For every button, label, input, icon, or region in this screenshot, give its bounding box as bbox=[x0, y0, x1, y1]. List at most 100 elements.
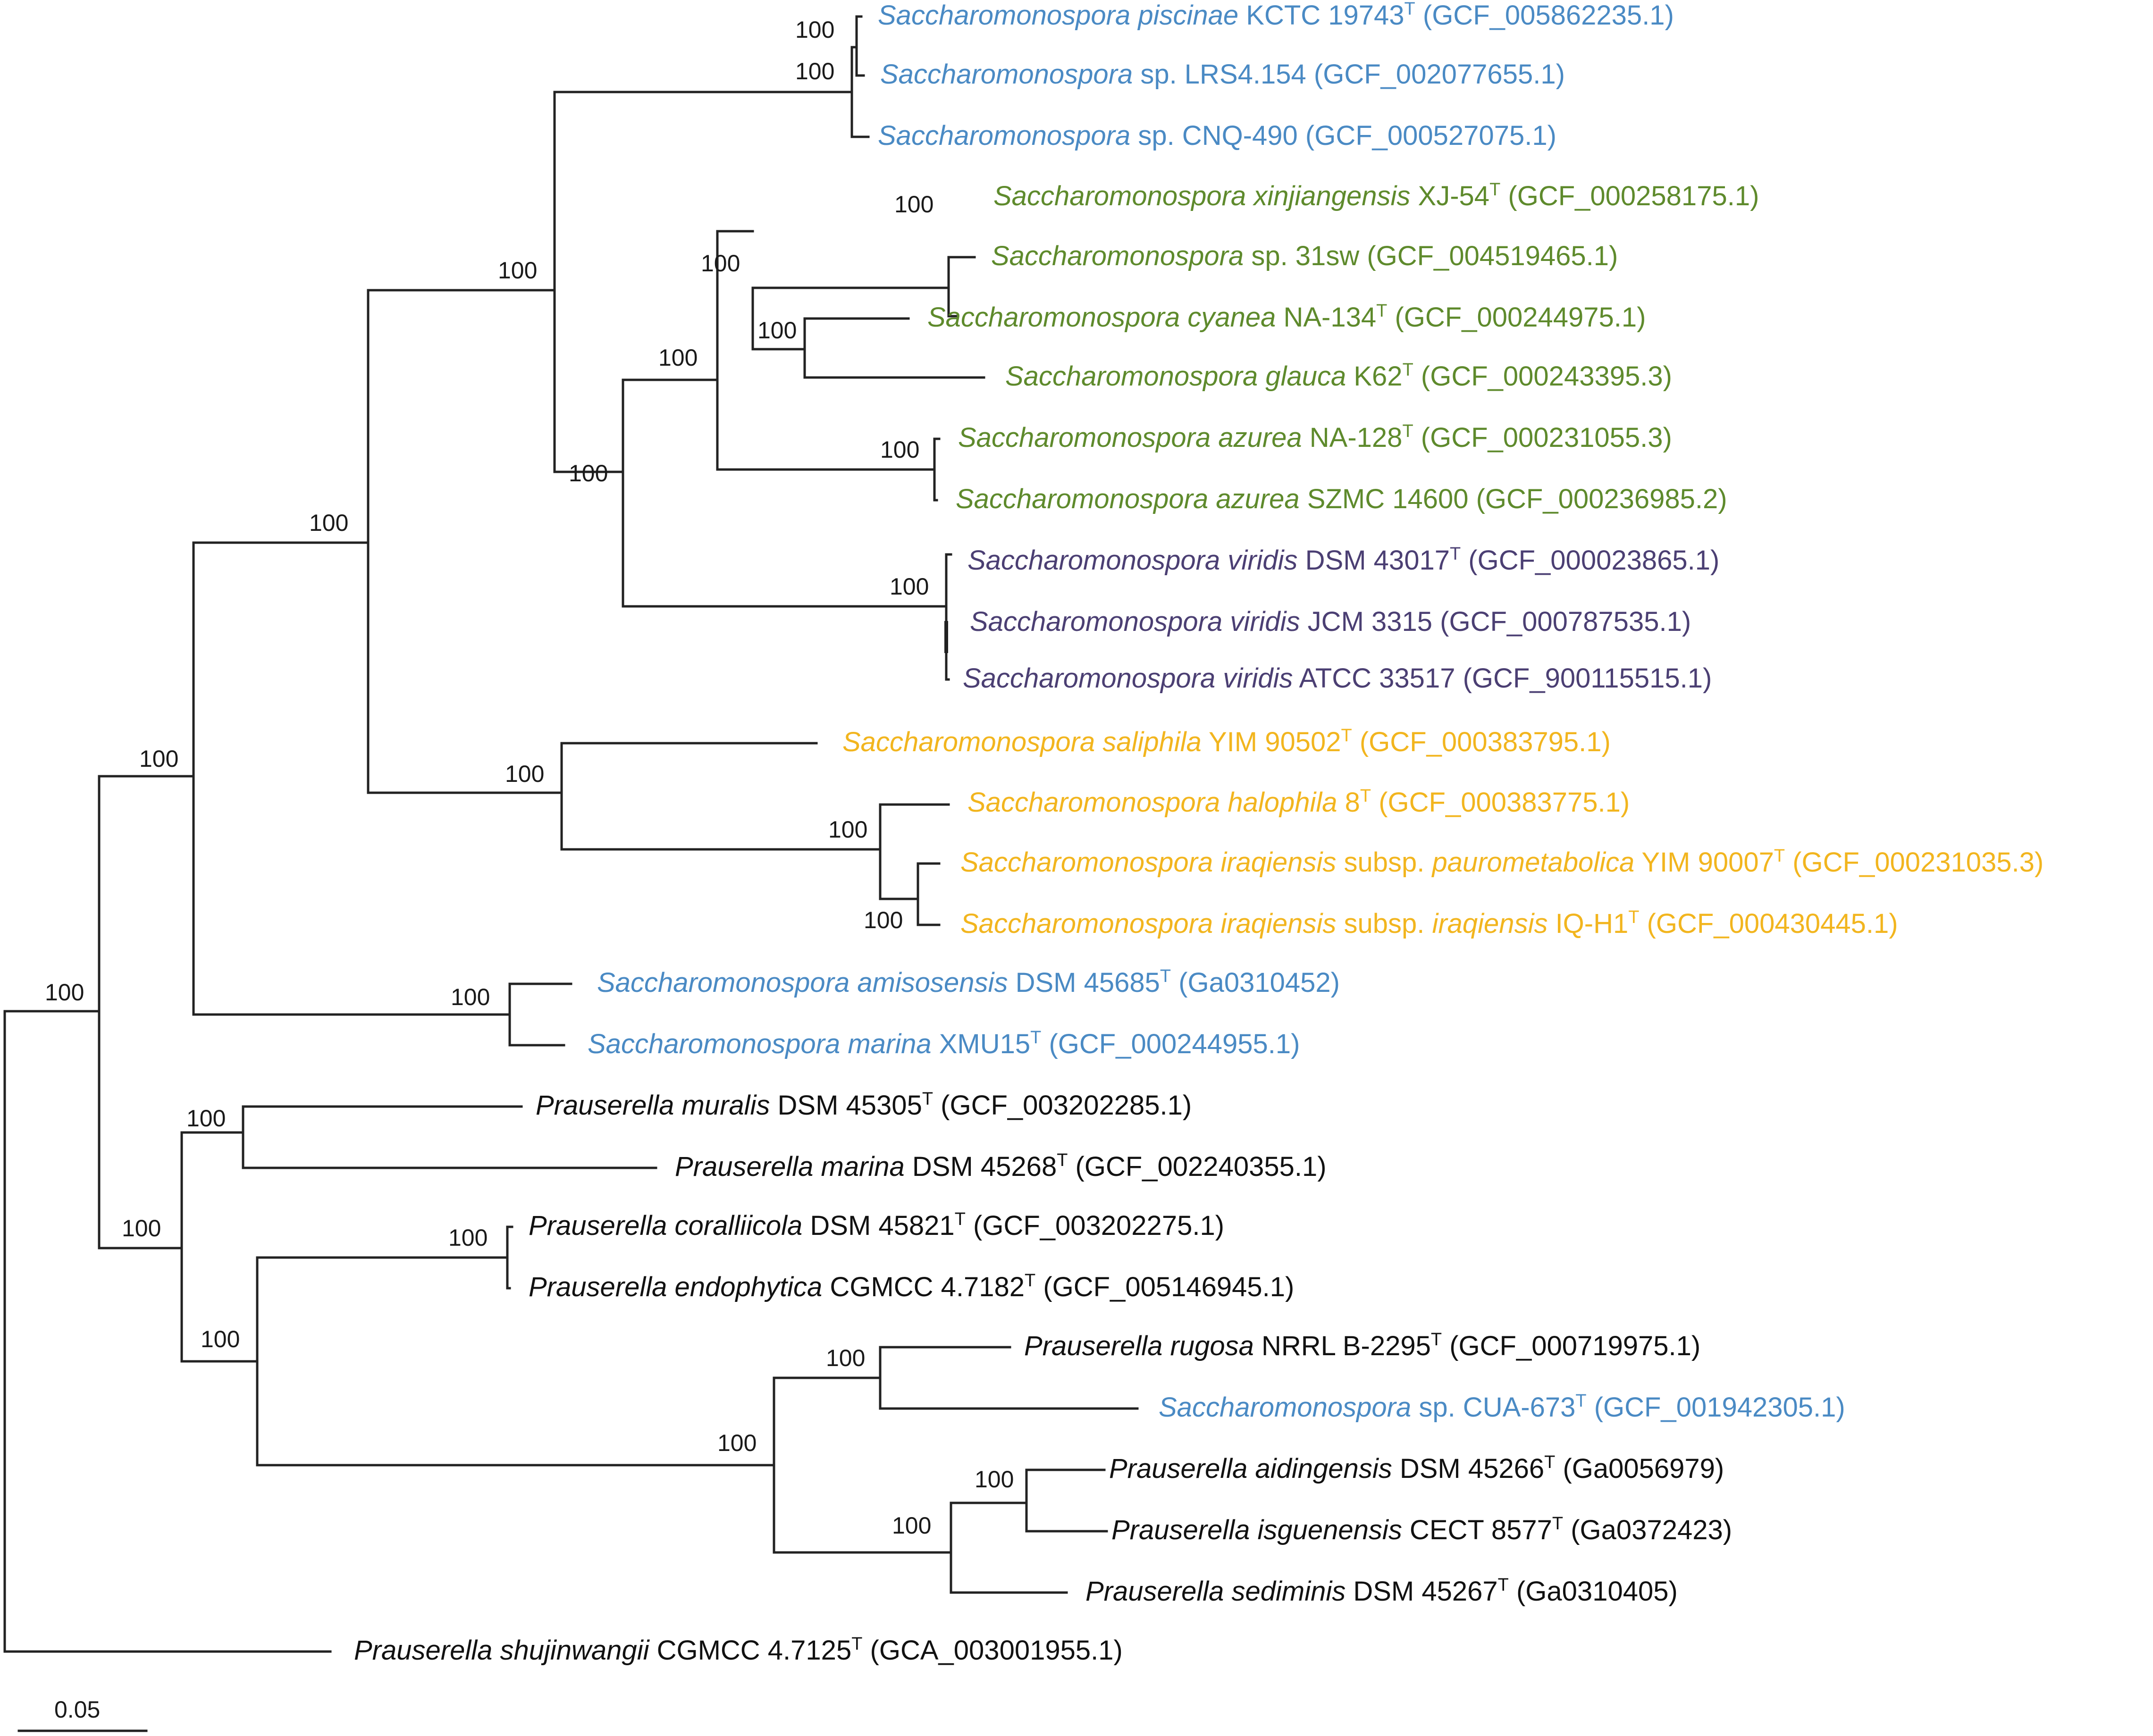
taxon-genus: Saccharomonospora bbox=[970, 606, 1222, 637]
taxon-genus: Saccharomonospora bbox=[588, 1029, 840, 1059]
taxon-label-t22: Prauserella endophytica CGMCC 4.7182T (G… bbox=[529, 1271, 1294, 1302]
bootstrap-label: 100 bbox=[717, 1430, 757, 1456]
bootstrap-label: 100 bbox=[795, 58, 834, 84]
type-strain-mark: T bbox=[1360, 786, 1371, 806]
taxon-species: glauca bbox=[1265, 361, 1346, 392]
taxon-label-t6: Saccharomonospora cyanea NA-134T (GCF_00… bbox=[927, 301, 1646, 333]
taxon-strain: SZMC 14600 bbox=[1300, 484, 1469, 514]
bootstrap-label: 100 bbox=[701, 250, 740, 277]
taxon-genus: Prauserella bbox=[529, 1272, 667, 1302]
taxon-label-t10: Saccharomonospora viridis DSM 43017T (GC… bbox=[967, 544, 1719, 576]
taxon-label-t17: Saccharomonospora amisosensis DSM 45685T… bbox=[597, 966, 1340, 998]
taxon-accession: (GCF_000243395.3) bbox=[1413, 361, 1672, 392]
taxon-species: azurea bbox=[1216, 484, 1299, 514]
taxon-genus: Saccharomonospora bbox=[927, 302, 1180, 333]
taxon-genus: Saccharomonospora bbox=[1159, 1392, 1411, 1423]
taxon-genus: Prauserella bbox=[1111, 1515, 1250, 1545]
taxon-accession: (Ga0310405) bbox=[1509, 1576, 1678, 1607]
taxon-label-t3: Saccharomonospora sp. CNQ-490 (GCF_00052… bbox=[878, 120, 1556, 151]
taxon-genus: Saccharomonospora bbox=[967, 545, 1220, 576]
bootstrap-label: 100 bbox=[451, 984, 490, 1010]
bootstrap-label: 100 bbox=[498, 257, 537, 284]
taxon-label-t2: Saccharomonospora sp. LRS4.154 (GCF_0020… bbox=[880, 59, 1565, 90]
taxon-strain: YIM 90007 bbox=[1634, 847, 1774, 878]
taxon-label-t26: Prauserella isguenensis CECT 8577T (Ga03… bbox=[1111, 1514, 1732, 1545]
taxon-strain: 8 bbox=[1337, 787, 1360, 818]
bootstrap-label: 100 bbox=[122, 1215, 161, 1241]
branch-node-23 bbox=[773, 1376, 952, 1554]
taxon-label-t23: Prauserella rugosa NRRL B-2295T (GCF_000… bbox=[1024, 1330, 1700, 1361]
type-strain-mark: T bbox=[1575, 1391, 1586, 1411]
bootstrap-label: 100 bbox=[864, 907, 903, 933]
taxon-label-t16: Saccharomonospora iraqiensis subsp. iraq… bbox=[960, 907, 1898, 939]
taxon-genus: Saccharomonospora bbox=[878, 0, 1130, 31]
tree-branches bbox=[3, 15, 1139, 1732]
taxon-accession: (GCF_002077655.1) bbox=[1306, 59, 1565, 90]
taxon-species: shujinwangii bbox=[500, 1635, 650, 1666]
branch-node-16 bbox=[879, 803, 919, 900]
taxon-species: cyanea bbox=[1187, 302, 1276, 333]
taxon-genus: Saccharomonospora bbox=[963, 663, 1215, 694]
taxon-species: xinjiangensis bbox=[1252, 181, 1410, 211]
taxon-species: muralis bbox=[682, 1090, 770, 1121]
bootstrap-label: 100 bbox=[795, 17, 834, 43]
taxon-genus: Prauserella bbox=[1024, 1331, 1162, 1361]
taxon-accession: (GCF_000244955.1) bbox=[1041, 1029, 1300, 1059]
taxon-genus: Saccharomonospora bbox=[1005, 361, 1258, 392]
taxon-accession: (GCF_000383795.1) bbox=[1352, 727, 1611, 757]
taxon-genus: Prauserella bbox=[354, 1635, 492, 1666]
taxon-label-t24: Saccharomonospora sp. CUA-673T (GCF_0019… bbox=[1159, 1391, 1845, 1423]
type-strain-mark: T bbox=[1160, 966, 1171, 986]
type-strain-mark: T bbox=[1552, 1514, 1563, 1534]
taxon-label-t18: Saccharomonospora marina XMU15T (GCF_000… bbox=[588, 1028, 1300, 1059]
taxon-species: iraqiensis bbox=[1220, 847, 1336, 878]
taxon-species: viridis bbox=[1228, 545, 1297, 576]
taxon-strain: XJ-54 bbox=[1410, 181, 1489, 211]
type-strain-mark: T bbox=[1628, 907, 1639, 927]
taxon-label-t19: Prauserella muralis DSM 45305T (GCF_0032… bbox=[536, 1089, 1192, 1121]
taxon-accession: (GCF_000527075.1) bbox=[1298, 120, 1556, 151]
type-strain-mark: T bbox=[1341, 726, 1352, 746]
taxon-genus: Prauserella bbox=[529, 1210, 667, 1241]
taxon-accession: (GCF_001942305.1) bbox=[1587, 1392, 1845, 1423]
bootstrap-label: 100 bbox=[826, 1345, 865, 1371]
taxon-species: marina bbox=[821, 1151, 905, 1182]
bootstrap-label: 100 bbox=[309, 510, 348, 536]
taxon-label-t5: Saccharomonospora sp. 31sw (GCF_00451946… bbox=[991, 241, 1618, 271]
taxon-subsp-word: subsp. bbox=[1336, 908, 1432, 939]
type-strain-mark: T bbox=[1774, 846, 1785, 866]
type-strain-mark: T bbox=[1402, 421, 1413, 441]
taxon-strain: K62 bbox=[1346, 361, 1402, 392]
taxon-species: aidingensis bbox=[1255, 1453, 1392, 1484]
taxon-label-t9: Saccharomonospora azurea SZMC 14600 (GCF… bbox=[956, 484, 1727, 514]
type-strain-mark: T bbox=[851, 1634, 862, 1654]
taxon-genus: Saccharomonospora bbox=[842, 727, 1095, 757]
type-strain-mark: T bbox=[1489, 180, 1500, 200]
taxon-strain: CGMCC 4.7125 bbox=[649, 1635, 851, 1666]
bootstrap-label: 100 bbox=[201, 1326, 240, 1352]
taxon-genus: Prauserella bbox=[675, 1151, 813, 1182]
taxon-species: rugosa bbox=[1170, 1331, 1254, 1361]
taxon-genus: Saccharomonospora bbox=[597, 967, 849, 998]
taxon-genus: Prauserella bbox=[536, 1090, 674, 1121]
type-strain-mark: T bbox=[1450, 544, 1461, 564]
taxon-accession: (GCF_900115515.1) bbox=[1455, 663, 1712, 694]
bootstrap-label: 100 bbox=[505, 761, 544, 787]
taxon-strain: sp. CNQ-490 bbox=[1130, 120, 1298, 151]
taxon-accession: (GCF_004519465.1) bbox=[1359, 241, 1618, 271]
type-strain-mark: T bbox=[1025, 1271, 1035, 1291]
type-strain-mark: T bbox=[1376, 301, 1387, 321]
type-strain-mark: T bbox=[1057, 1150, 1068, 1170]
taxon-genus: Prauserella bbox=[1109, 1453, 1247, 1484]
taxon-species: viridis bbox=[1230, 606, 1300, 637]
branch-node-21 bbox=[256, 1256, 775, 1467]
taxon-accession: (GCF_000383775.1) bbox=[1371, 787, 1630, 818]
taxon-strain: YIM 90502 bbox=[1202, 727, 1341, 757]
taxon-accession: (GCF_000231055.3) bbox=[1413, 422, 1672, 453]
taxon-strain: JCM 3315 bbox=[1300, 606, 1432, 637]
taxon-label-t1: Saccharomonospora piscinae KCTC 19743T (… bbox=[878, 0, 1674, 31]
taxon-label-t15: Saccharomonospora iraqiensis subsp. paur… bbox=[960, 846, 2044, 878]
taxon-accession: (GCF_000236985.2) bbox=[1469, 484, 1727, 514]
taxon-accession: (GCF_003202285.1) bbox=[933, 1090, 1192, 1121]
